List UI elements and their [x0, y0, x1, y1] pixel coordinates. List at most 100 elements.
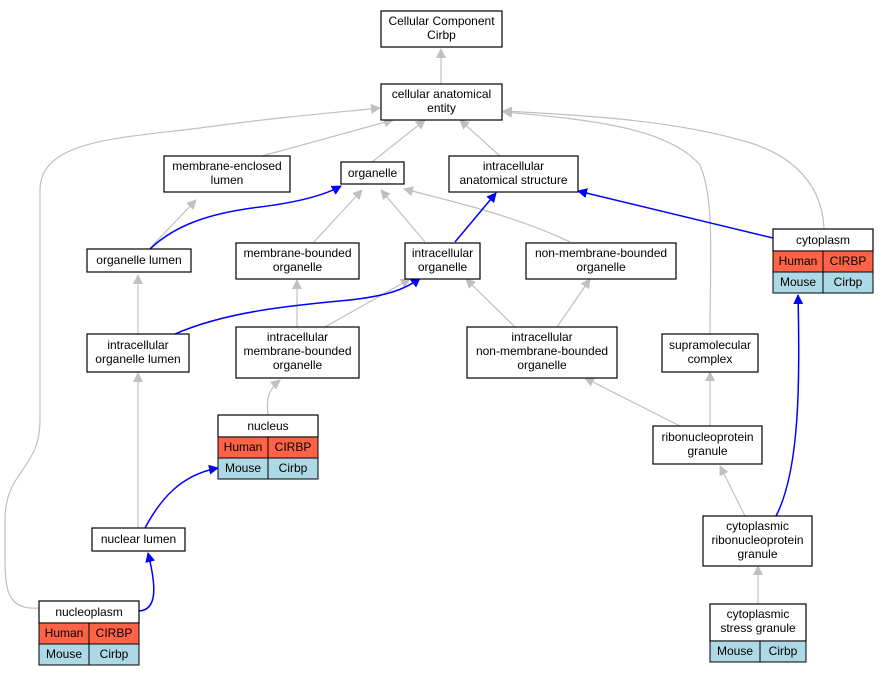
label-line: nucleoplasm [55, 605, 122, 619]
human-species-label: Human [45, 626, 84, 640]
label-line: cytoplasm [796, 233, 850, 247]
label-line: ribonucleoprotein [711, 533, 803, 547]
edge-orgl-org-part [149, 185, 342, 250]
node-intracellular-organelle[interactable]: intracellular organelle [404, 242, 481, 280]
label-line: organelle [517, 358, 567, 372]
edge-smc-cae [502, 107, 712, 335]
label-line: intracellular [267, 330, 328, 344]
label-line: intracellular [107, 338, 168, 352]
label-line: membrane-bounded [243, 344, 351, 358]
nodes-layer: Cellular Component Cirbp cellular anatom… [38, 10, 874, 666]
label-line: non-membrane-bounded [476, 344, 608, 358]
node-intracellular-membrane-bounded-organelle[interactable]: intracellular membrane-bounded organelle [235, 326, 360, 379]
edge-crnpg-rnpg [719, 465, 746, 517]
label-line: cytoplasmic [727, 607, 790, 621]
edge-cyto-ias-part [577, 188, 774, 239]
part-of-edges [138, 185, 804, 612]
label-line: intracellular [412, 246, 473, 260]
mouse-gene-cell [822, 271, 874, 294]
human-gene-label: CIRBP [96, 626, 133, 640]
label-line: ribonucleoprotein [661, 430, 753, 444]
label-line: membrane-bounded [243, 246, 351, 260]
label-line: supramolecular [669, 338, 751, 352]
label-line: stress granule [720, 621, 796, 635]
edge-io-org [380, 189, 426, 243]
node-cytoplasmic-stress-granule[interactable]: cytoplasmic stress granule Mouse Cirbp [709, 603, 807, 663]
label-line: intracellular [483, 159, 544, 173]
label-line: lumen [211, 173, 244, 187]
edge-nl-nuc-part [144, 464, 219, 529]
label-line: organelle [273, 358, 323, 372]
node-ribonucleoprotein-granule[interactable]: ribonucleoprotein granule [652, 425, 763, 465]
mouse-gene-cell [267, 457, 319, 480]
edge-rnpg-inmbo [584, 377, 681, 427]
node-organelle[interactable]: organelle [340, 161, 405, 185]
edge-crnpg-cyto-part [775, 294, 804, 517]
edge-np-nl-part [138, 552, 156, 612]
node-nucleoplasm[interactable]: nucleoplasm Human CIRBP Mouse Cirbp [38, 600, 140, 666]
mouse-gene-label: Cirbp [834, 275, 863, 289]
edge-iol-io-part [174, 277, 421, 335]
edge-mel-cae [261, 117, 394, 157]
human-gene-label: CIRBP [275, 440, 312, 454]
node-intracellular-anatomical-structure[interactable]: intracellular anatomical structure [448, 155, 579, 193]
label-line: intracellular [511, 330, 572, 344]
label-line: organelle [348, 166, 398, 180]
label-line: Cirbp [427, 28, 456, 42]
label-line: cytoplasmic [726, 519, 789, 533]
edge-imbo-io [324, 278, 411, 328]
node-nucleus[interactable]: nucleus Human CIRBP Mouse Cirbp [217, 414, 319, 480]
mouse-gene-cell [88, 643, 140, 666]
label-line: organelle lumen [96, 253, 181, 267]
node-intracellular-non-membrane-bounded-organelle[interactable]: intracellular non-membrane-bounded organ… [466, 326, 618, 379]
node-nuclear-lumen[interactable]: nuclear lumen [91, 527, 186, 552]
label-line: organelle lumen [95, 352, 180, 366]
is-a-edges [4, 48, 825, 609]
mouse-gene-label: Cirbp [279, 461, 308, 475]
node-membrane-bounded-organelle[interactable]: membrane-bounded organelle [235, 242, 360, 280]
label-line: organelle [418, 260, 468, 274]
mouse-species-label: Mouse [46, 647, 82, 661]
edge-mbo-org [312, 189, 363, 244]
human-species-label: Human [224, 440, 263, 454]
edge-ias-cae [459, 119, 501, 157]
label-line: granule [687, 444, 727, 458]
label-line: complex [688, 352, 733, 366]
edge-orgl-mel [149, 199, 197, 249]
edge-inmbo-nmbo [556, 278, 591, 328]
node-cellular-anatomical-entity[interactable]: cellular anatomical entity [380, 83, 503, 121]
label-line: anatomical structure [459, 173, 567, 187]
mouse-gene-cell [759, 640, 807, 663]
edge-inmbo-io [465, 278, 516, 328]
human-species-label: Human [779, 254, 818, 268]
label-line: nuclear lumen [101, 532, 176, 546]
label-line: cellular anatomical [392, 87, 491, 101]
mouse-gene-label: Cirbp [100, 647, 129, 661]
edge-io-ias-part [454, 192, 497, 243]
edge-np-cae [4, 103, 381, 609]
node-supramolecular-complex[interactable]: supramolecular complex [661, 333, 759, 373]
mouse-species-label: Mouse [780, 275, 816, 289]
label-line: entity [427, 101, 456, 115]
label-line: granule [737, 547, 777, 561]
node-intracellular-organelle-lumen[interactable]: intracellular organelle lumen [86, 333, 190, 373]
node-cytoplasm[interactable]: cytoplasm Human CIRBP Mouse Cirbp [772, 228, 874, 294]
label-line: organelle [273, 260, 323, 274]
label-line: nucleus [247, 419, 288, 433]
node-cytoplasmic-ribonucleoprotein-granule[interactable]: cytoplasmic ribonucleoprotein granule [702, 515, 813, 567]
mouse-gene-label: Cirbp [769, 644, 798, 658]
edge-org-cae [371, 119, 426, 163]
edge-nmbo-org [403, 186, 571, 243]
mouse-species-label: Mouse [225, 461, 261, 475]
node-non-membrane-bounded-organelle[interactable]: non-membrane-bounded organelle [525, 242, 677, 280]
node-cellular-component[interactable]: Cellular Component Cirbp [380, 10, 503, 48]
node-membrane-enclosed-lumen[interactable]: membrane-enclosed lumen [163, 155, 291, 193]
human-gene-label: CIRBP [830, 254, 867, 268]
label-line: non-membrane-bounded [535, 246, 667, 260]
edge-cyto-cae [502, 106, 825, 230]
node-organelle-lumen[interactable]: organelle lumen [86, 248, 192, 273]
label-line: membrane-enclosed [172, 159, 281, 173]
label-line: Cellular Component [388, 14, 495, 28]
